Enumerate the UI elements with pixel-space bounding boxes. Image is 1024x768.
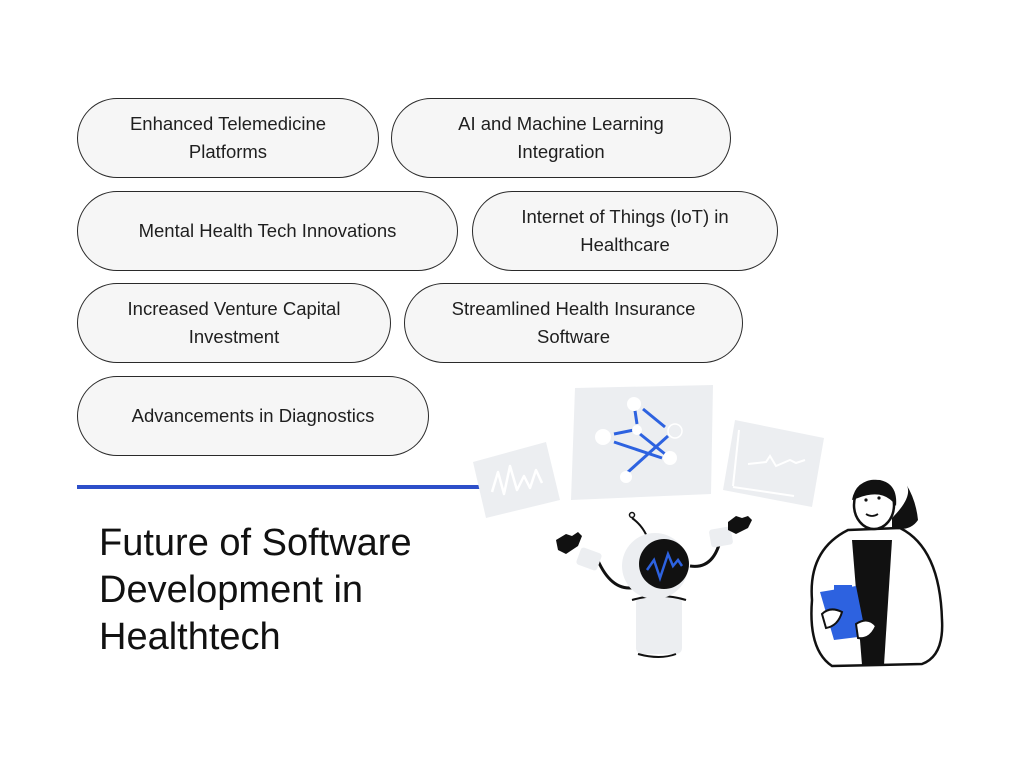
topic-label: Increased Venture Capital Investment — [127, 298, 341, 347]
topic-pill-health-insurance: Streamlined Health Insurance Software — [404, 283, 743, 363]
topic-label: Streamlined Health Insurance Software — [451, 298, 696, 347]
line-chart-card-icon — [723, 420, 824, 507]
network-graph-card-icon — [571, 385, 713, 500]
woman-with-clipboard-icon — [810, 479, 944, 668]
topic-label: Internet of Things (IoT) in Healthcare — [521, 206, 729, 255]
healthtech-illustration — [473, 385, 944, 668]
accent-divider — [77, 485, 482, 489]
topic-pill-mental-health: Mental Health Tech Innovations — [77, 191, 458, 271]
robot-icon — [556, 511, 752, 658]
title-line-1: Future of Software — [99, 522, 412, 564]
topic-label: Mental Health Tech Innovations — [138, 220, 397, 241]
title-line-2: Development in — [99, 569, 364, 611]
topic-label: Advancements in Diagnostics — [131, 405, 375, 426]
topic-pill-diagnostics: Advancements in Diagnostics — [77, 376, 429, 456]
topic-pill-ai-ml: AI and Machine Learning Integration — [391, 98, 731, 178]
topic-pill-telemedicine: Enhanced Telemedicine Platforms — [77, 98, 379, 178]
topic-label: AI and Machine Learning Integration — [458, 113, 664, 162]
title-line-3: Healthtech — [99, 616, 281, 658]
topic-pill-iot: Internet of Things (IoT) in Healthcare — [472, 191, 778, 271]
topic-label: Enhanced Telemedicine Platforms — [129, 113, 327, 162]
heartbeat-card-icon — [473, 442, 560, 518]
topic-pill-venture-capital: Increased Venture Capital Investment — [77, 283, 391, 363]
page-title: Future of Software Development in Health… — [99, 520, 412, 661]
